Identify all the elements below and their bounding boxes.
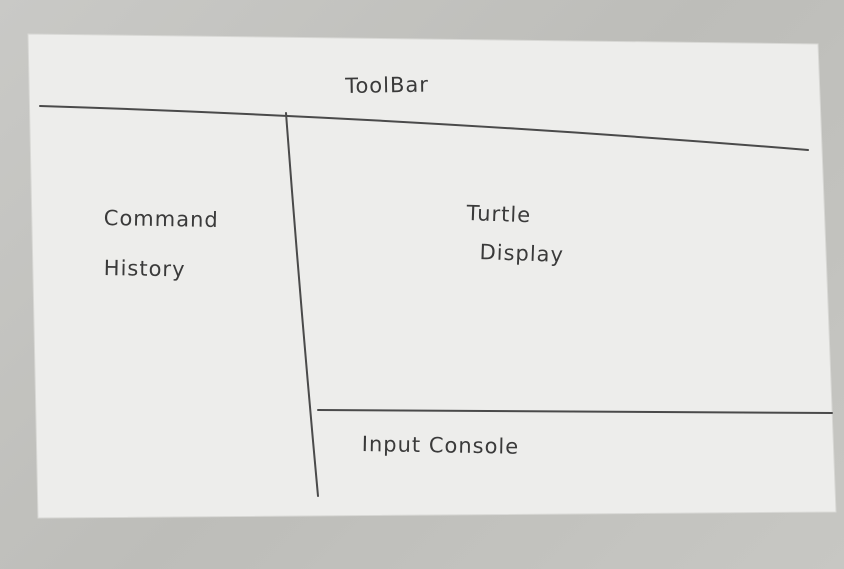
paper-card <box>27 33 837 519</box>
input-console-label: Input Console <box>361 432 520 459</box>
toolbar-label: ToolBar <box>345 72 430 98</box>
turtle-display-label-line-2: Display <box>479 240 565 267</box>
sidebar-divider-line <box>285 112 319 497</box>
command-history-label-line-2: History <box>103 256 186 282</box>
toolbar-divider-line <box>39 105 809 151</box>
console-divider-line <box>317 409 833 414</box>
command-history-label-line-1: Command <box>103 206 219 233</box>
turtle-display-label-line-1: Turtle <box>466 201 532 228</box>
